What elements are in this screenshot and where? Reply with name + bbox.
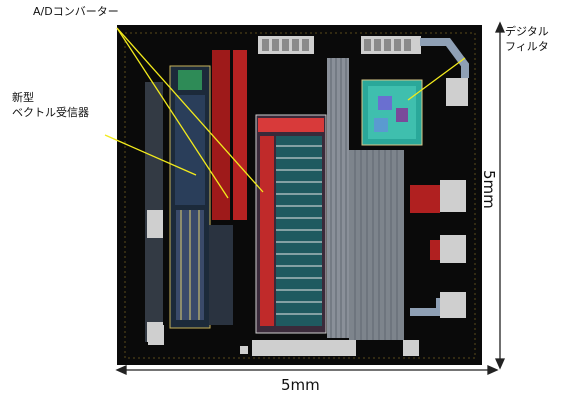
bottom-pads bbox=[148, 325, 419, 356]
top-pad-group-right bbox=[361, 36, 421, 54]
adc-pointer-1 bbox=[116, 27, 264, 193]
bus-stripes bbox=[330, 58, 398, 340]
adc-stripes bbox=[276, 145, 322, 315]
top-pad-group-left bbox=[258, 36, 314, 54]
digital-filter-block bbox=[361, 79, 423, 146]
adc-block bbox=[255, 114, 327, 334]
pointer-lines bbox=[104, 27, 466, 199]
adc-label: A/Dコンバーター bbox=[33, 5, 119, 18]
filter-label-line2: フィルタ bbox=[505, 40, 549, 53]
top-right-routing bbox=[420, 38, 469, 78]
vector-receiver-block bbox=[169, 65, 211, 329]
filter-pointer bbox=[407, 57, 466, 101]
dimension-width bbox=[115, 364, 499, 376]
receiver-pointer bbox=[104, 134, 197, 176]
die-pad-ring bbox=[124, 32, 476, 359]
filter-label-line1: デジタル bbox=[505, 25, 549, 38]
dimension-height bbox=[494, 21, 506, 370]
red-column-blocks bbox=[209, 50, 247, 325]
adc-pointer-2 bbox=[116, 27, 229, 199]
width-dimension-label: 5mm bbox=[281, 376, 320, 394]
receiver-label-line1: 新型 bbox=[12, 91, 34, 104]
receiver-label-line2: ベクトル受信器 bbox=[12, 106, 89, 119]
left-pad-column bbox=[145, 82, 163, 342]
right-side-blocks bbox=[410, 180, 466, 318]
height-dimension-label: 5mm bbox=[480, 170, 498, 209]
gray-bus-lines bbox=[327, 58, 404, 340]
right-top-pads bbox=[446, 78, 468, 106]
